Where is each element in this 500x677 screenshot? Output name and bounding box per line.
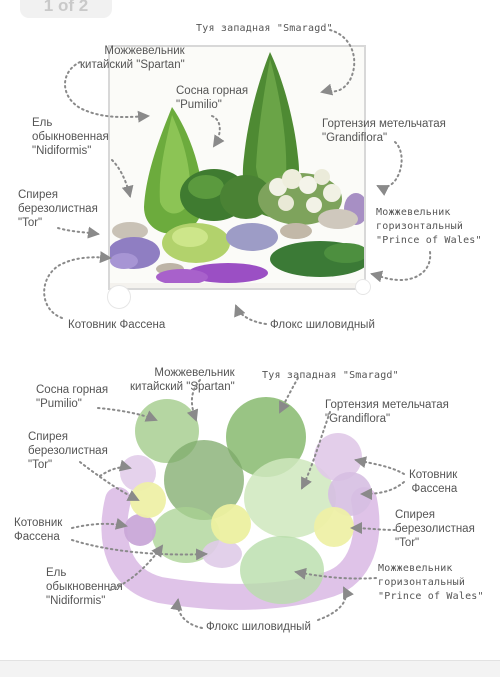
- label-phlox-plan: Флокс шиловидный: [206, 621, 311, 633]
- label-pine-photo: Сосна горная "Pumilio": [176, 85, 249, 111]
- catmint-left: [124, 514, 156, 546]
- spiraea-left: [130, 482, 166, 518]
- label-catmint-left-plan: Котовник Фассена: [14, 517, 63, 543]
- page-counter-badge: 1 of 2: [20, 0, 112, 18]
- label-juniper-spartan-plan: Можжевельник китайский "Spartan": [130, 367, 235, 393]
- spiraea-right: [314, 507, 354, 547]
- juniper-spartan-shape: [164, 440, 244, 520]
- label-juniper-horizontal-plan: Можжевельник горизонтальный "Prince of W…: [378, 563, 484, 602]
- label-spiraea-left-plan: Спирея березолистная "Tor": [28, 431, 108, 471]
- label-spruce-photo: Ель обыкновенная "Nidiformis": [32, 117, 109, 157]
- thuja-shape: [226, 397, 306, 477]
- image-handle-dot[interactable]: [107, 285, 131, 309]
- juniper-horizontal-shape: [240, 536, 324, 604]
- label-pine-plan: Сосна горная "Pumilio": [36, 384, 109, 410]
- label-spiraea-photo: Спирея березолистная "Tor": [18, 189, 98, 229]
- image-handle-dot[interactable]: [355, 279, 371, 295]
- label-spiraea-right-plan: Спирея березолистная "Tor": [395, 509, 475, 549]
- label-spruce-plan: Ель обыкновенная "Nidiformis": [46, 567, 123, 607]
- label-catmint-photo: Котовник Фассена: [68, 319, 166, 331]
- label-phlox-photo: Флокс шиловидный: [270, 319, 375, 331]
- page-bottom-divider: [0, 660, 500, 677]
- spiraea-center: [211, 504, 251, 544]
- label-catmint-right-plan: Котовник Фассена: [409, 469, 458, 495]
- label-hydrangea-photo: Гортензия метельчатая "Grandiflora": [322, 118, 446, 144]
- label-thuja-plan: Туя западная "Smaragd": [262, 370, 399, 381]
- label-juniper-horizontal-photo: Можжевельник горизонтальный "Prince of W…: [376, 207, 482, 246]
- catmint-bottom: [202, 540, 242, 568]
- label-thuja-photo: Туя западная "Smaragd": [196, 23, 333, 34]
- label-hydrangea-plan: Гортензия метельчатая "Grandiflora": [325, 399, 449, 425]
